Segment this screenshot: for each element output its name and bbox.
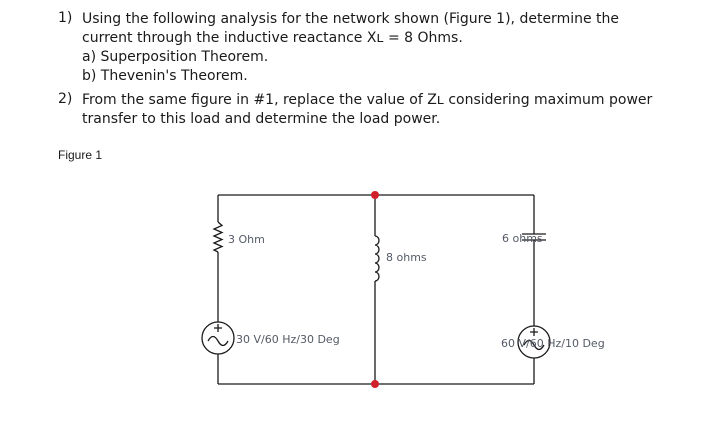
resistor-3-ohm (212, 221, 224, 253)
bottom-node (371, 380, 379, 388)
question-1-part-b: b) Thevenin's Theorem. (82, 68, 248, 84)
source-2-label: 60 V/60 Hz/10 Deg (501, 337, 605, 350)
question-1-number: 1) (58, 10, 73, 26)
figure-label: Figure 1 (58, 148, 103, 162)
inductor-8-ohms (374, 235, 380, 282)
resistor-label: 3 Ohm (228, 233, 265, 246)
question-1-line-2: current through the inductive reactance … (82, 30, 463, 46)
question-1-part-a: a) Superposition Theorem. (82, 49, 269, 65)
top-node (371, 191, 379, 199)
question-2-line-1: From the same figure in #1, replace the … (82, 92, 653, 108)
question-1-line-1: Using the following analysis for the net… (82, 11, 620, 27)
question-2-line-2: transfer to this load and determine the … (82, 111, 441, 127)
source-1-label: 30 V/60 Hz/30 Deg (236, 333, 340, 346)
question-2-number: 2) (58, 91, 73, 107)
inductor-label: 8 ohms (386, 251, 427, 264)
ac-source-30v (201, 321, 235, 355)
capacitor-label: 6 ohms (502, 232, 543, 245)
